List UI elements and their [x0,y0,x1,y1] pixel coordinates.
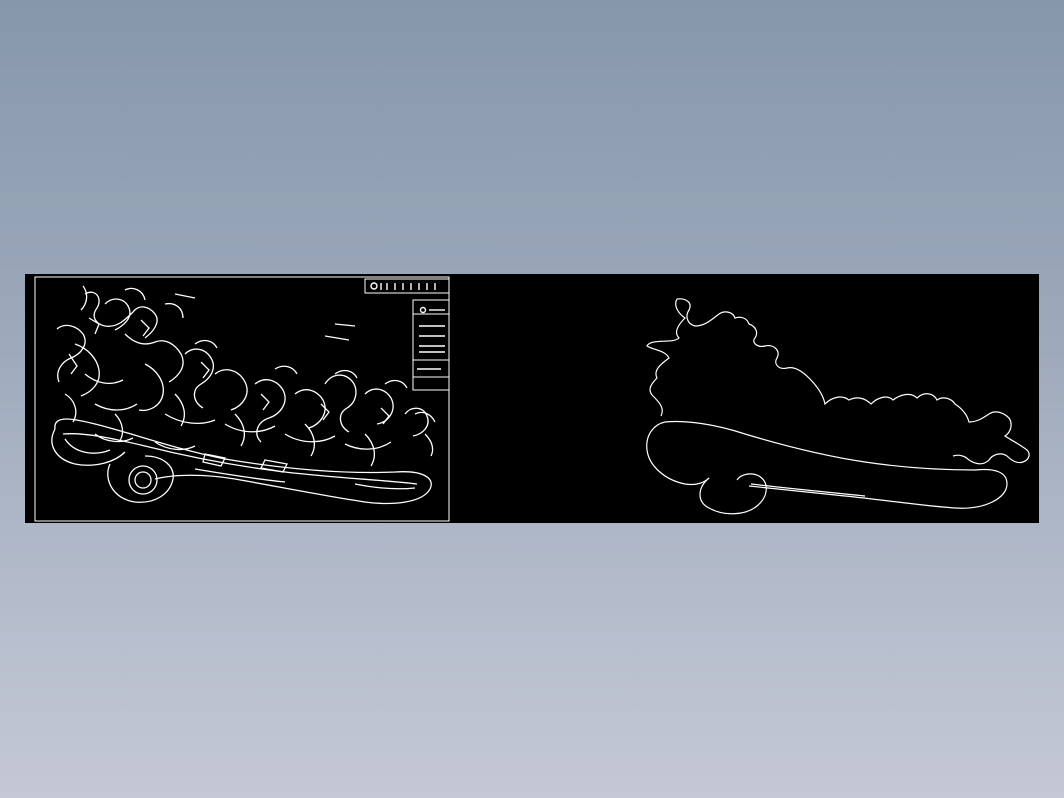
title-block-top [364,278,450,294]
sheet-border [34,276,450,522]
cad-drawing-canvas[interactable] [25,274,1039,523]
title-block-notes [412,299,450,391]
title-block-text-marks [370,282,445,370]
carved-relief-detailed-drawing [51,285,436,505]
carved-relief-outline-drawing [646,298,1030,515]
drawing-sheet-left [34,276,450,522]
